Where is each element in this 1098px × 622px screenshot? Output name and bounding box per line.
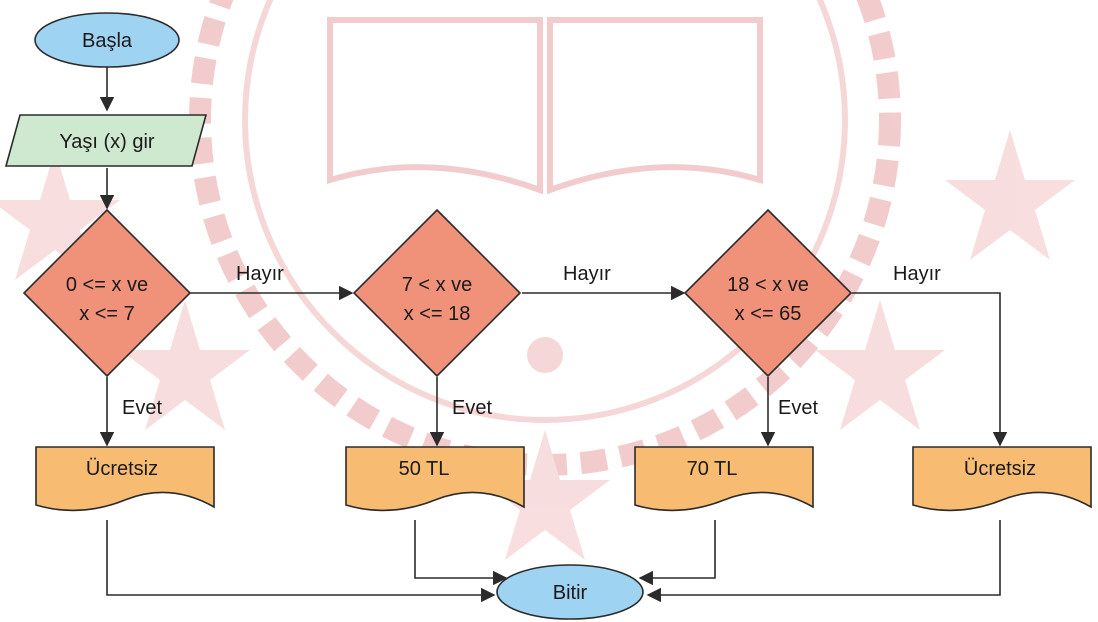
edge-output3-end xyxy=(638,520,716,586)
edge-label-yes3: Evet xyxy=(778,397,818,419)
output1-label: Ücretsiz xyxy=(86,458,158,480)
edge-label-yes1: Evet xyxy=(122,397,162,419)
output3-label: 70 TL xyxy=(687,458,738,480)
output-node-3: 70 TL xyxy=(634,446,814,512)
output4-label: Ücretsiz xyxy=(964,458,1036,480)
decision2-line1: 7 < x ve xyxy=(402,274,473,296)
decision3-line2: x <= 65 xyxy=(735,303,802,325)
connectors xyxy=(99,67,1008,603)
decision1-line2: x <= 7 xyxy=(79,303,135,325)
output2-label: 50 TL xyxy=(399,458,450,480)
end-node: Bitir xyxy=(496,564,644,620)
input-label: Yaşı (x) gir xyxy=(59,131,155,153)
output-node-2: 50 TL xyxy=(345,446,525,512)
edge-output2-end xyxy=(414,520,508,586)
edge-label-no2: Hayır xyxy=(563,263,611,285)
output-node-1: Ücretsiz xyxy=(35,446,215,512)
edge-label-no3: Hayır xyxy=(893,263,941,285)
start-label: Başla xyxy=(82,30,133,52)
decision2-line2: x <= 18 xyxy=(404,303,471,325)
edge-label-no1: Hayır xyxy=(236,263,284,285)
input-node: Yaşı (x) gir xyxy=(4,114,208,167)
end-label: Bitir xyxy=(553,582,588,604)
edge-output1-end xyxy=(106,520,496,603)
decision-node-1: 0 <= x ve x <= 7 xyxy=(22,208,192,378)
decision-node-3: 18 < x ve x <= 65 xyxy=(683,208,853,378)
decision-node-2: 7 < x ve x <= 18 xyxy=(352,208,522,378)
edge-output4-end xyxy=(646,520,1001,603)
edge-label-yes2: Evet xyxy=(452,397,492,419)
start-node: Başla xyxy=(34,12,180,68)
decision3-line1: 18 < x ve xyxy=(727,274,809,296)
edge-decision3-output4 xyxy=(852,292,1008,447)
decision1-line1: 0 <= x ve xyxy=(66,274,148,296)
output-node-4: Ücretsiz xyxy=(912,446,1092,512)
